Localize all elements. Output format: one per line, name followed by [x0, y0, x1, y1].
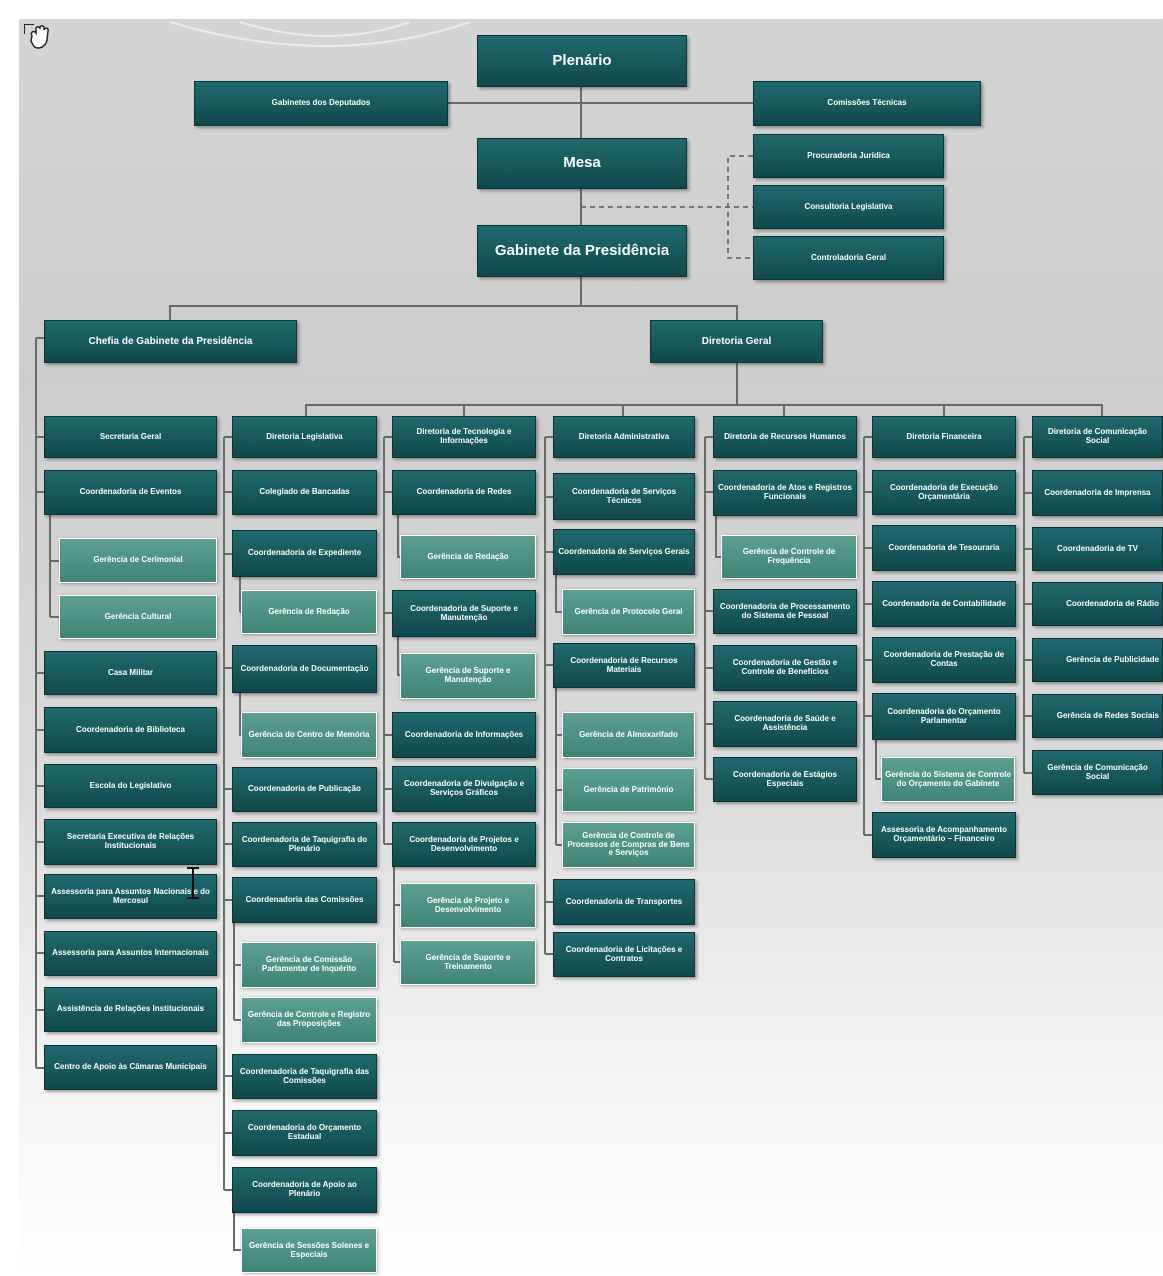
- chefia-unit-box[interactable]: Secretaria Geral: [44, 416, 217, 458]
- legislativa-unit-box[interactable]: Coordenadoria de Expediente: [232, 530, 377, 577]
- legislativa-unit-box[interactable]: Coordenadoria de Taquigrafia das Comissõ…: [232, 1054, 377, 1099]
- financeira-unit-box[interactable]: Coordenadoria de Execução Orçamentária: [872, 470, 1016, 515]
- financeira-director-box[interactable]: Diretoria Financeira: [872, 416, 1016, 458]
- legislativa-gerencia-box[interactable]: Gerência do Centro de Memória: [241, 712, 377, 758]
- legislativa-unit-box[interactable]: Colegiado de Bancadas: [232, 470, 377, 515]
- chefia-gerencia-box[interactable]: Gerência Cultural: [59, 595, 217, 639]
- administrativa-unit-box[interactable]: Coordenadoria de Licitações e Contratos: [553, 932, 695, 977]
- tecnologia-gerencia-box[interactable]: Gerência de Projeto e Desenvolvimento: [400, 883, 536, 928]
- legislativa-gerencia-box[interactable]: Gerência de Redação: [241, 590, 377, 634]
- legislativa-unit-box[interactable]: Coordenadoria das Comissões: [232, 877, 377, 923]
- rh-unit-box[interactable]: Coordenadoria de Atos e Registros Funcio…: [713, 470, 857, 516]
- chefia-gerencia-box[interactable]: Gerência de Cerimonial: [59, 538, 217, 583]
- text-cursor-icon: [187, 867, 199, 899]
- procuradoria-box[interactable]: Procuradoria Jurídica: [753, 134, 944, 178]
- financeira-unit-box[interactable]: Coordenadoria de Contabilidade: [872, 581, 1016, 627]
- chefia-box[interactable]: Chefia de Gabinete da Presidência: [44, 320, 297, 363]
- administrativa-gerencia-box[interactable]: Gerência de Controle de Processos de Com…: [562, 822, 695, 868]
- rh-unit-box[interactable]: Coordenadoria de Saúde e Assistência: [713, 701, 857, 747]
- mesa-box[interactable]: Mesa: [477, 138, 687, 189]
- comunicacao-unit-box[interactable]: Coordenadoria de Imprensa: [1032, 470, 1163, 516]
- financeira-unit-box[interactable]: Coordenadoria do Orçamento Parlamentar: [872, 693, 1016, 740]
- chefia-unit-box[interactable]: Casa Militar: [44, 651, 217, 695]
- legislativa-unit-box[interactable]: Coordenadoria de Publicação: [232, 767, 377, 812]
- rh-director-box[interactable]: Diretoria de Recursos Humanos: [713, 416, 857, 458]
- comunicacao-unit-box[interactable]: Coordenadoria de TV: [1032, 527, 1163, 571]
- legislativa-gerencia-box[interactable]: Gerência de Sessões Solenes e Especiais: [241, 1228, 377, 1273]
- legislativa-gerencia-box[interactable]: Gerência de Controle e Registro das Prop…: [241, 997, 377, 1043]
- legislativa-gerencia-box[interactable]: Gerência de Comissão Parlamentar de Inqu…: [241, 942, 377, 988]
- rh-unit-box[interactable]: Coordenadoria de Gestão e Controle de Be…: [713, 645, 857, 691]
- administrativa-unit-box[interactable]: Coordenadoria de Serviços Gerais: [553, 529, 695, 575]
- rh-unit-box[interactable]: Coordenadoria de Estágios Especiais: [713, 757, 857, 802]
- diretoria-geral-box[interactable]: Diretoria Geral: [650, 320, 823, 363]
- gabinetes-box[interactable]: Gabinetes dos Deputados: [194, 81, 448, 126]
- legislativa-unit-box[interactable]: Coordenadoria de Documentação: [232, 645, 377, 693]
- chefia-unit-box[interactable]: Assistência de Relações Institucionais: [44, 987, 217, 1032]
- chefia-unit-box[interactable]: Assessoria para Assuntos Internacionais: [44, 931, 217, 976]
- tecnologia-unit-box[interactable]: Coordenadoria de Divulgação e Serviços G…: [392, 766, 536, 812]
- plenario-box[interactable]: Plenário: [477, 35, 687, 87]
- legislativa-director-box[interactable]: Diretoria Legislativa: [232, 416, 377, 458]
- chefia-unit-box[interactable]: Coordenadoria de Eventos: [44, 470, 217, 515]
- chefia-unit-box[interactable]: Secretaria Executiva de Relações Institu…: [44, 819, 217, 865]
- administrativa-unit-box[interactable]: Coordenadoria de Transportes: [553, 879, 695, 925]
- administrativa-gerencia-box[interactable]: Gerência de Protocolo Geral: [562, 589, 695, 635]
- hand-cursor-icon: [24, 24, 49, 49]
- comunicacao-unit-box[interactable]: Gerência de Redes Sociais: [1032, 694, 1163, 738]
- controladoria-box[interactable]: Controladoria Geral: [753, 236, 944, 280]
- comunicacao-unit-box[interactable]: Coordenadoria de Rádio: [1032, 582, 1163, 626]
- tecnologia-gerencia-box[interactable]: Gerência de Redação: [400, 535, 536, 579]
- tecnologia-gerencia-box[interactable]: Gerência de Suporte e Treinamento: [400, 940, 536, 985]
- financeira-unit-box[interactable]: Coordenadoria de Prestação de Contas: [872, 637, 1016, 683]
- financeira-gerencia-box[interactable]: Gerência do Sistema de Controle do Orçam…: [881, 757, 1015, 802]
- gabinete-presidencia-box[interactable]: Gabinete da Presidência: [477, 225, 687, 277]
- financeira-unit-box[interactable]: Assessoria de Acompanhamento Orçamentári…: [872, 812, 1016, 858]
- legislativa-unit-box[interactable]: Coordenadoria do Orçamento Estadual: [232, 1110, 377, 1156]
- legislativa-unit-box[interactable]: Coordenadoria de Taquigrafia do Plenário: [232, 822, 377, 867]
- rh-unit-box[interactable]: Coordenadoria de Processamento do Sistem…: [713, 589, 857, 634]
- rh-gerencia-box[interactable]: Gerência de Controle de Frequência: [721, 535, 857, 579]
- page-margin: [0, 0, 19, 1276]
- administrativa-gerencia-box[interactable]: Gerência de Almoxarifado: [562, 712, 695, 758]
- page-margin: [0, 0, 1163, 19]
- tecnologia-unit-box[interactable]: Coordenadoria de Suporte e Manutenção: [392, 590, 536, 637]
- tecnologia-unit-box[interactable]: Coordenadoria de Projetos e Desenvolvime…: [392, 822, 536, 867]
- consultoria-box[interactable]: Consultoria Legislativa: [753, 185, 944, 229]
- administrativa-gerencia-box[interactable]: Gerência de Patrimônio: [562, 768, 695, 812]
- tecnologia-gerencia-box[interactable]: Gerência de Suporte e Manutenção: [400, 653, 536, 699]
- tecnologia-unit-box[interactable]: Coordenadoria de Redes: [392, 470, 536, 515]
- legislativa-unit-box[interactable]: Coordenadoria de Apoio ao Plenário: [232, 1167, 377, 1213]
- administrativa-director-box[interactable]: Diretoria Administrativa: [553, 416, 695, 458]
- chefia-unit-box[interactable]: Centro de Apoio às Câmaras Municipais: [44, 1045, 217, 1090]
- administrativa-unit-box[interactable]: Coordenadoria de Serviços Técnicos: [553, 473, 695, 520]
- comunicacao-unit-box[interactable]: Gerência de Comunicação Social: [1032, 750, 1163, 795]
- chefia-unit-box[interactable]: Escola do Legislativo: [44, 764, 217, 808]
- chefia-unit-box[interactable]: Coordenadoria de Biblioteca: [44, 707, 217, 753]
- comissoes-box[interactable]: Comissões Técnicas: [753, 81, 981, 126]
- tecnologia-director-box[interactable]: Diretoria de Tecnologia e Informações: [392, 416, 536, 458]
- comunicacao-director-box[interactable]: Diretoria de Comunicação Social: [1032, 416, 1163, 458]
- comunicacao-unit-box[interactable]: Gerência de Publicidade: [1032, 638, 1163, 682]
- administrativa-unit-box[interactable]: Coordenadoria de Recursos Materiais: [553, 643, 695, 688]
- financeira-unit-box[interactable]: Coordenadoria de Tesouraria: [872, 525, 1016, 571]
- chefia-unit-box[interactable]: Assessoria para Assuntos Nacionais e do …: [44, 874, 217, 919]
- tecnologia-unit-box[interactable]: Coordenadoria de Informações: [392, 712, 536, 758]
